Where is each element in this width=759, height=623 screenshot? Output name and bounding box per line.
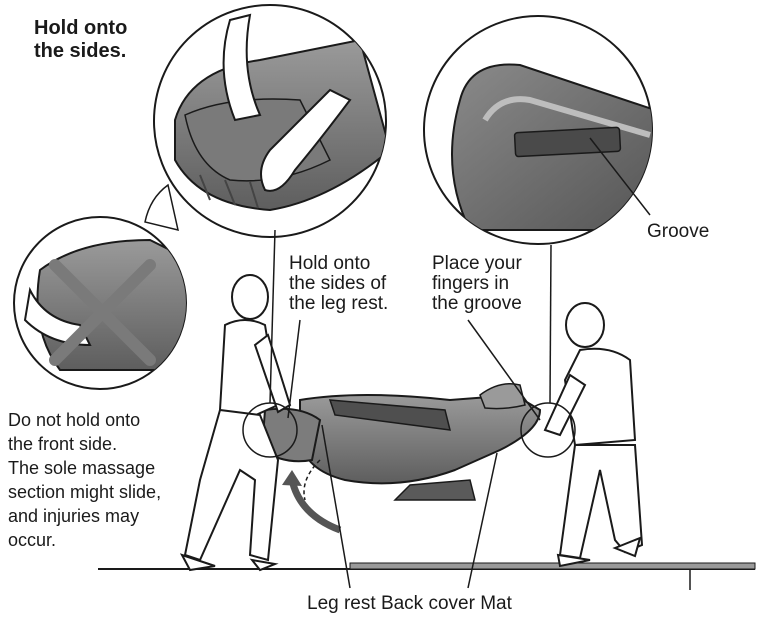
x-mark	[49, 259, 156, 366]
mat	[349, 562, 756, 570]
leg-rest-sides-callout: Hold onto the sides of the leg rest.	[289, 253, 389, 314]
left-person	[179, 274, 292, 572]
groove-label: Groove	[647, 221, 710, 242]
mat-label: Mat	[480, 593, 512, 614]
back-cover-label: Back cover	[380, 593, 475, 614]
groove-pointer-line	[589, 137, 651, 216]
zoom-circle-hold-sides	[153, 4, 387, 238]
groove-grip-indicator	[520, 402, 576, 458]
wrong-grip-circle	[13, 183, 187, 390]
bottom-labels: Leg rest Back cover Mat	[307, 593, 512, 615]
floor	[98, 562, 756, 570]
fingers-groove-callout: Place your fingers in the groove	[432, 253, 522, 314]
leg-rest-swing-path	[303, 459, 321, 501]
right-person	[543, 302, 644, 568]
front-side-warning: Do not hold onto the front side. The sol…	[8, 410, 162, 550]
swing-arrow	[288, 479, 342, 534]
massage-chair	[260, 383, 542, 534]
hold-sides-instruction: Hold onto the sides.	[34, 17, 128, 62]
zoom-circle-groove	[423, 15, 653, 245]
leg-rest-label: Leg rest	[307, 593, 376, 614]
